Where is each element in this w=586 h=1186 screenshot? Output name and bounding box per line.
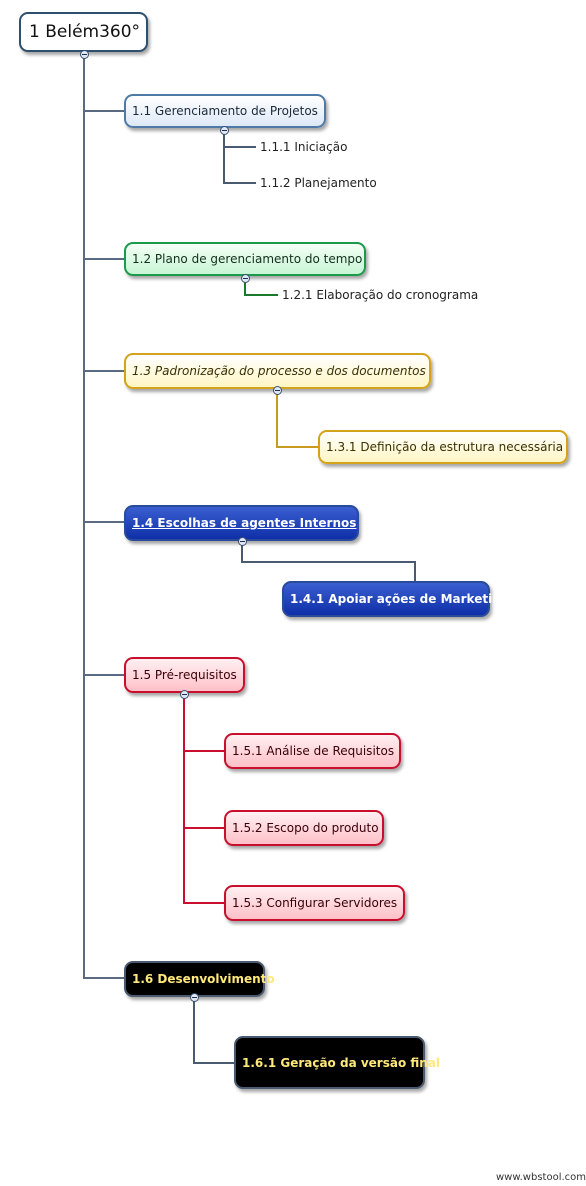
node-1-5[interactable]: 1.5 Pré-requisitos [124, 657, 245, 693]
node-1-1-1[interactable]: 1.1.1 Iniciação [260, 140, 348, 154]
node-1-2[interactable]: 1.2 Plano de gerenciamento do tempo [124, 242, 366, 276]
node-1-4[interactable]: 1.4 Escolhas de agentes Internos [124, 505, 359, 541]
collapse-icon[interactable] [220, 126, 229, 135]
collapse-icon[interactable] [180, 690, 189, 699]
connector-1-3-children [276, 390, 318, 448]
node-1-5-label: 1.5 Pré-requisitos [132, 668, 237, 682]
node-1-6-1[interactable]: 1.6.1 Geração da versão final [234, 1036, 440, 1089]
footer-credit: www.wbstool.com [496, 1172, 586, 1183]
node-1-5-2-label: 1.5.2 Escopo do produto [232, 821, 379, 835]
node-1-5-3-label: 1.5.3 Configurar Servidores [232, 896, 398, 910]
connector-1-4-children [241, 541, 416, 581]
node-1-4-1[interactable]: 1.4.1 Apoiar ações de Marketing [282, 581, 509, 617]
node-1-4-1-label: 1.4.1 Apoiar ações de Marketing [290, 592, 510, 606]
node-1-5-1[interactable]: 1.5.1 Análise de Requisitos [224, 733, 401, 769]
node-1-2-label: 1.2 Plano de gerenciamento do tempo [132, 252, 363, 266]
node-1-3-label: 1.3 Padronização do processo e dos docum… [132, 364, 426, 378]
node-1-1-label: 1.1 Gerenciamento de Projetos [132, 104, 318, 118]
node-1-3-1[interactable]: 1.3.1 Definição da estrutura necessária [318, 430, 568, 464]
node-1-5-3[interactable]: 1.5.3 Configurar Servidores [224, 885, 405, 921]
root-node[interactable]: 1 Belém360° [19, 12, 148, 52]
node-1-1[interactable]: 1.1 Gerenciamento de Projetos [124, 94, 326, 128]
node-1-5-2[interactable]: 1.5.2 Escopo do produto [224, 810, 384, 846]
node-1-2-1[interactable]: 1.2.1 Elaboração do cronograma [282, 288, 479, 302]
connector-1-1-children [223, 130, 256, 184]
connector-1-2-children [244, 278, 278, 296]
node-1-6-label: 1.6 Desenvolvimento [132, 972, 275, 986]
connector-1-6-children [193, 997, 234, 1064]
collapse-icon[interactable] [273, 386, 282, 395]
connector-trunk [83, 56, 124, 979]
collapse-icon[interactable] [190, 993, 199, 1002]
node-1-3-1-label: 1.3.1 Definição da estrutura necessária [326, 440, 564, 454]
node-1-3[interactable]: 1.3 Padronização do processo e dos docum… [124, 353, 431, 389]
collapse-icon[interactable] [238, 537, 247, 546]
node-1-5-1-label: 1.5.1 Análise de Requisitos [232, 744, 395, 758]
node-1-6-1-label: 1.6.1 Geração da versão final [242, 1055, 441, 1070]
node-1-4-label: 1.4 Escolhas de agentes Internos [132, 516, 357, 530]
collapse-icon[interactable] [241, 274, 250, 283]
connector-1-5-children [183, 694, 224, 904]
node-1-6[interactable]: 1.6 Desenvolvimento [124, 961, 275, 997]
collapse-icon[interactable] [80, 50, 89, 59]
root-label: 1 Belém360° [29, 21, 141, 42]
node-1-1-2[interactable]: 1.1.2 Planejamento [260, 176, 377, 190]
